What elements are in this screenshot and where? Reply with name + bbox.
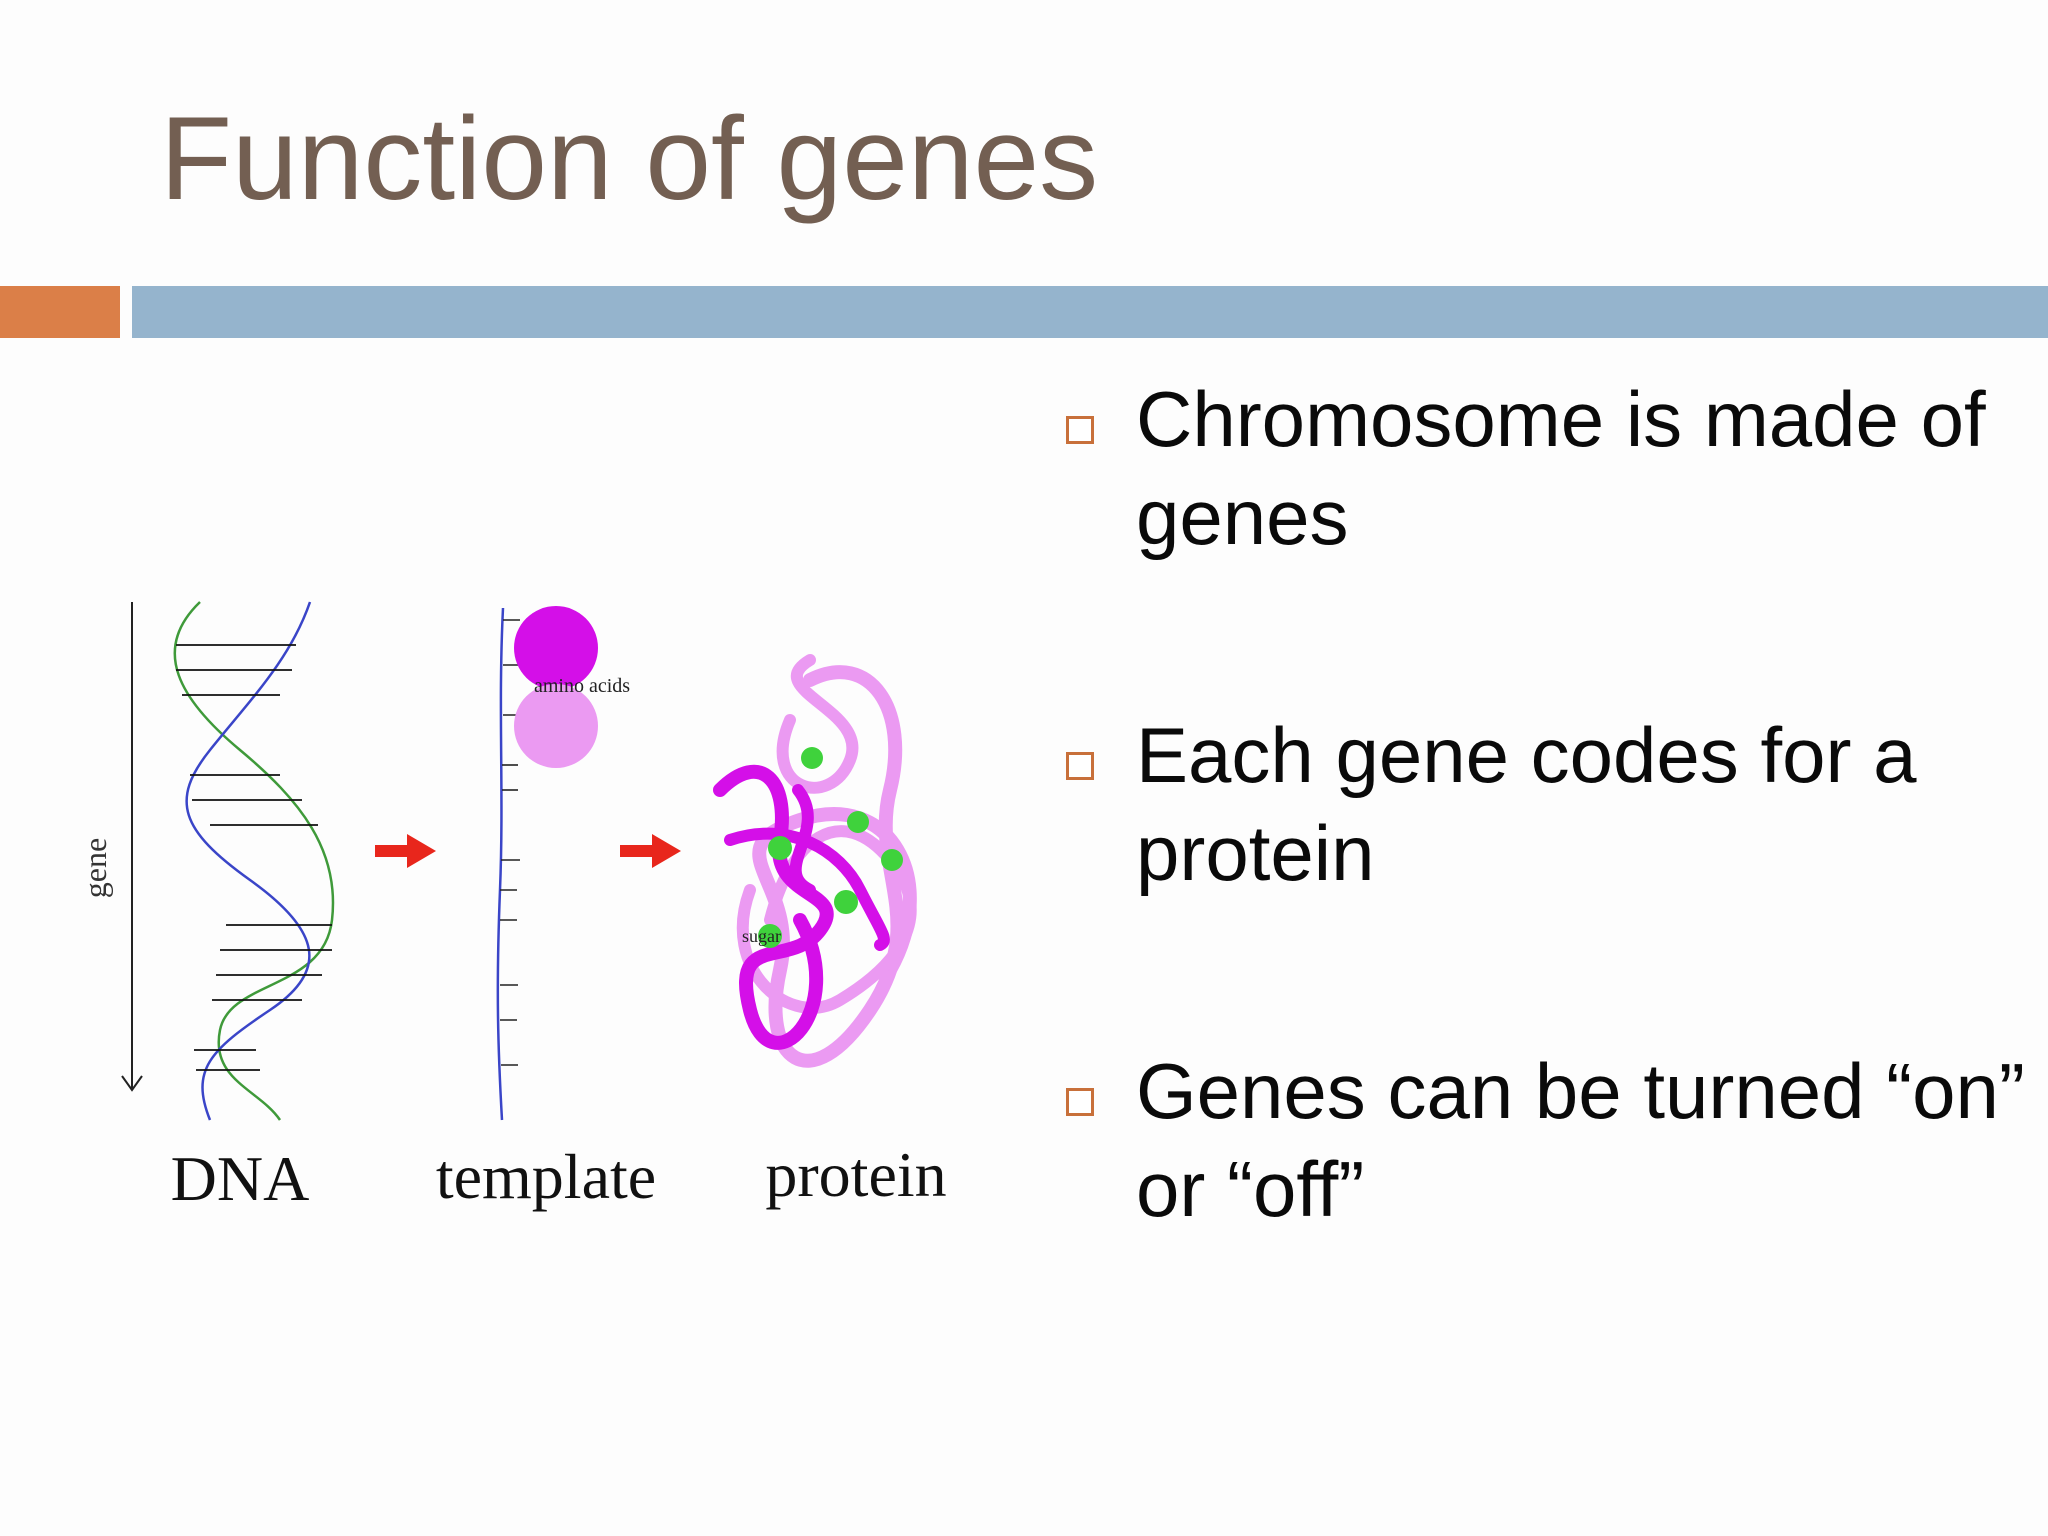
dna-helix — [173, 601, 335, 1121]
bullet-list: Chromosome is made of genes Each gene co… — [1066, 370, 2026, 1378]
square-bullet-icon — [1066, 416, 1094, 444]
bullet-text: Chromosome is made of genes — [1136, 375, 1986, 561]
arrow-dna-to-template — [375, 834, 436, 868]
gene-expression-diagram: gene — [70, 590, 990, 1250]
gene-axis-arrow — [121, 602, 143, 1092]
caption-protein: protein — [765, 1139, 946, 1210]
bullet-item: Chromosome is made of genes — [1066, 370, 2026, 566]
slide-title: Function of genes — [160, 93, 1099, 225]
title-accent-bar — [0, 286, 120, 338]
caption-dna: DNA — [171, 1143, 310, 1214]
protein-fold — [713, 654, 917, 1068]
template-strand — [496, 607, 522, 1121]
arrow-template-to-protein — [620, 834, 681, 868]
sugar-label: sugar — [742, 926, 781, 946]
bullet-item: Each gene codes for a protein — [1066, 706, 2026, 902]
amino-acid-dark — [514, 606, 598, 690]
square-bullet-icon — [1066, 1088, 1094, 1116]
amino-acid-light — [514, 684, 598, 768]
bullet-text: Each gene codes for a protein — [1136, 711, 1917, 897]
bullet-text: Genes can be turned “on” or “off” — [1136, 1047, 2025, 1233]
sugar-groups — [758, 747, 903, 948]
caption-template: template — [436, 1141, 656, 1212]
title-divider-bar — [132, 286, 2048, 338]
amino-acids-label: amino acids — [534, 675, 630, 697]
bullet-item: Genes can be turned “on” or “off” — [1066, 1042, 2026, 1238]
gene-axis-label: gene — [77, 838, 113, 898]
square-bullet-icon — [1066, 752, 1094, 780]
